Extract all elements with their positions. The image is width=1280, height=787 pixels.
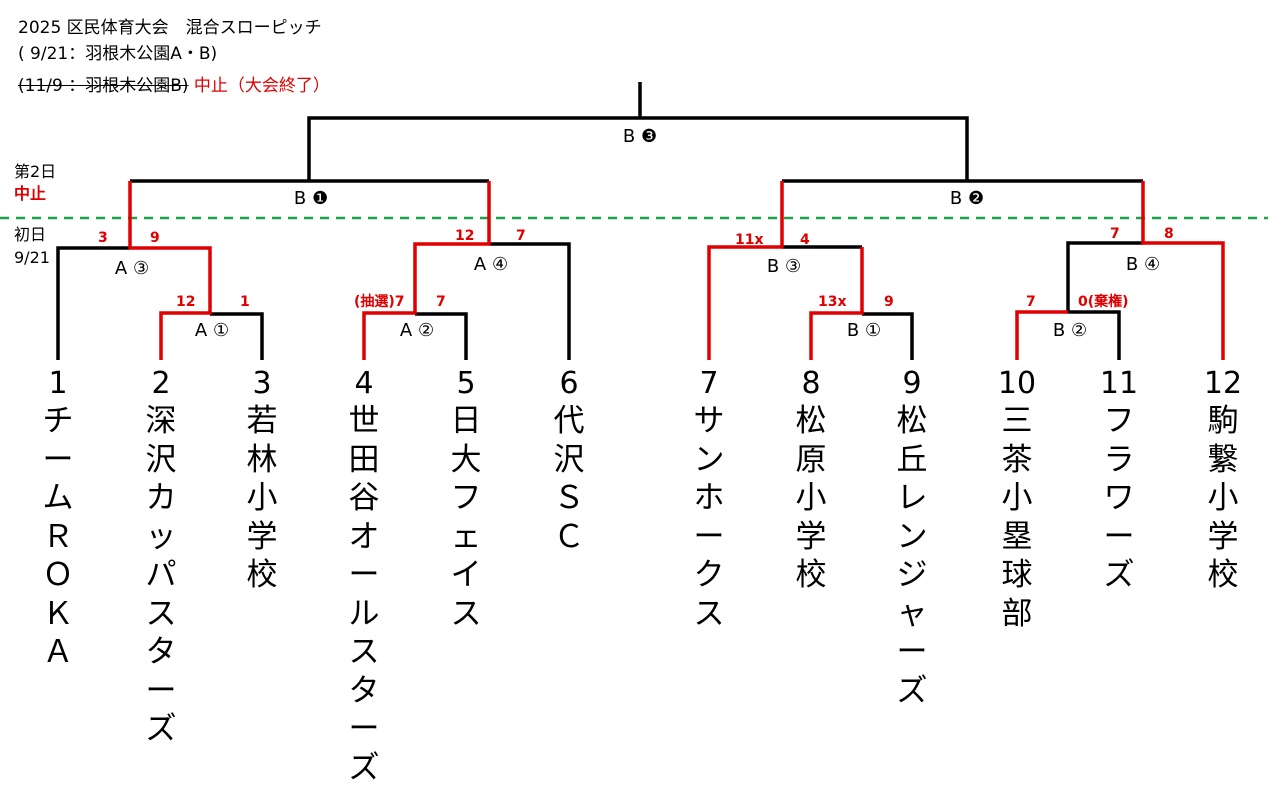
match-a4-label: A ④ [473,254,509,275]
team10-top-line [1066,241,1143,312]
team-name: 深沢カッパスターズ [145,403,177,747]
team-name: 若林小学校 [246,403,278,593]
team7-line [707,181,784,360]
team-name: 松原小学校 [795,403,827,593]
team9-line [862,312,914,360]
team-name: 代沢ＳＣ [553,403,585,555]
match-b2-small-label: B ② [1052,320,1088,341]
team-number: 6 [559,366,579,401]
score-a1-winner: 9 [150,230,160,246]
score-team12: 8 [1164,226,1174,242]
team-number: 4 [354,366,374,401]
team5-line [415,312,468,360]
team-number: 1 [48,366,68,401]
team-name: サンホークス [693,403,725,632]
match-b1-small-label: B ① [846,320,882,341]
score-b1-winner: 4 [800,232,810,248]
team-number: 10 [997,366,1037,401]
score-team9: 9 [884,294,894,310]
match-a1-label: A ① [194,320,230,341]
score-team11: 0(棄権) [1078,294,1129,310]
score-team3: 1 [240,294,250,310]
score-team5: 7 [436,294,446,310]
cancellation-note: 中止（大会終了） [193,76,330,96]
bracket-lines [0,82,1268,360]
schedule-day2-struck: (11/9 ：羽根木公園B) [18,76,189,96]
score-team10: 7 [1026,294,1036,310]
match-b3-final-label: B ❸ [622,126,658,147]
team-name: 駒繋小学校 [1207,403,1239,593]
score-a2-winner: 12 [455,228,475,244]
team8-line [809,247,864,360]
team-number: 5 [456,366,476,401]
team-number: 11 [1099,366,1139,401]
team-number: 7 [699,366,719,401]
match-b3-label: B ③ [766,256,802,277]
team4-line [362,181,491,360]
team-name: 松丘レンジャーズ [896,403,928,709]
team1-line [56,246,130,360]
score-team8: 13x [818,294,847,310]
day1-label: 初日 [14,225,47,244]
team-name: 世田谷オールスターズ [348,403,380,786]
team-name: 三茶小塁球部 [1001,403,1033,632]
schedule-day1: ( 9/21：羽根木公園A・B) [18,44,218,64]
score-team4: (抽選)7 [354,294,405,310]
day1-date: 9/21 [14,248,50,267]
match-b4-label: B ④ [1125,254,1161,275]
score-team7: 11x [735,232,764,248]
day2-status: 中止 [14,184,47,203]
b1-b2-connect-left [307,116,969,181]
match-b2-label: B ❷ [949,188,985,209]
tournament-title: 2025 区民体育大会 混合スローピッチ [18,18,322,38]
team-name: 日大フェイス [450,403,482,632]
score-b2-winner: 7 [1110,226,1120,242]
score-team2: 12 [176,294,196,310]
team-number: 12 [1203,366,1243,401]
team3-line [210,312,264,360]
team11-line [1068,310,1121,360]
team-number: 2 [151,366,171,401]
team6-line [489,242,571,360]
match-b1-label: B ❶ [293,188,329,209]
score-team6: 7 [516,228,526,244]
team2-line [128,181,212,360]
match-a3-label: A ③ [114,258,150,279]
team-number: 9 [902,366,922,401]
bracket-red-lines [128,181,1225,360]
team10-line [1015,310,1068,360]
day2-label: 第2日 [14,162,57,181]
team-name: チームＲＯＫＡ [42,403,74,670]
team-name: フラワーズ [1103,403,1135,593]
team12-line [1141,181,1225,360]
bracket-black-lines [56,82,1143,360]
score-team1: 3 [98,230,108,246]
schedule-day2: (11/9 ：羽根木公園B) 中止（大会終了） [18,75,330,97]
match-a2-label: A ② [399,320,435,341]
team-number: 3 [252,366,272,401]
team-number: 8 [801,366,821,401]
